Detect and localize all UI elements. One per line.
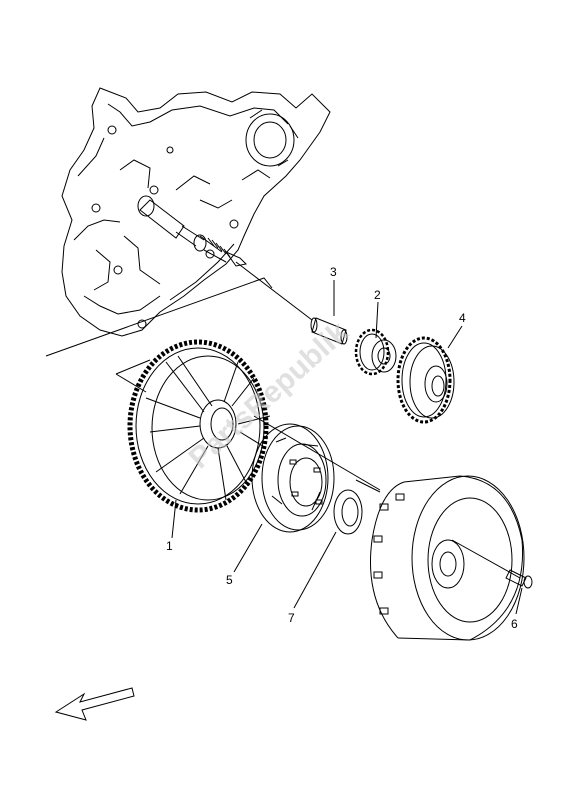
callout-7: 7	[288, 611, 295, 625]
front-arrow-icon	[54, 687, 135, 721]
washer-part	[333, 489, 363, 535]
callout-1: 1	[166, 539, 173, 553]
dowel-pin-part	[310, 317, 348, 345]
crankcase-housing	[61, 87, 331, 337]
small-gear-part	[354, 328, 397, 376]
idler-gear-part	[396, 336, 455, 424]
flywheel-rotor-part	[369, 475, 525, 641]
callout-leaders	[171, 280, 523, 615]
callout-3: 3	[330, 265, 337, 279]
callout-5: 5	[226, 573, 233, 587]
assembly-guide-lines	[45, 261, 521, 579]
callout-2: 2	[374, 288, 381, 302]
callout-4: 4	[459, 311, 466, 325]
starter-wheel-gear-part	[127, 339, 271, 513]
bolt-part	[505, 569, 533, 589]
callout-6: 6	[511, 617, 518, 631]
starter-clutch-part	[251, 423, 335, 533]
